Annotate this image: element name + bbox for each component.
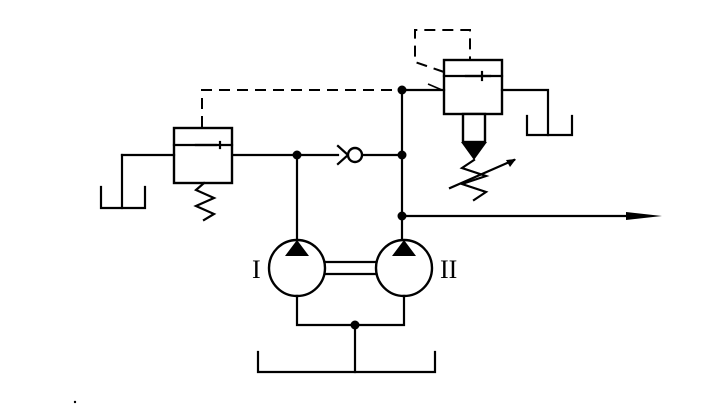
pilot-line-to-unloading-valve xyxy=(201,89,442,127)
pump-i xyxy=(267,238,327,298)
relief-tank-line xyxy=(500,88,550,137)
unloading-valve-spring xyxy=(193,181,217,222)
pump-ii xyxy=(374,238,434,298)
relief-spring-adjust-arrow xyxy=(448,158,516,190)
tank-right xyxy=(525,114,574,137)
relief-spring-arrowhead xyxy=(506,159,516,167)
pump-ii-label: II xyxy=(440,255,457,284)
pilot-loop-relief-valve xyxy=(414,29,471,73)
pump-i-label: I xyxy=(252,255,261,284)
outlet-arrowhead xyxy=(626,212,662,220)
relief-valve-spring xyxy=(458,158,490,202)
tank-bottom xyxy=(256,350,437,374)
check-valve xyxy=(336,144,364,166)
relief-valve-poppet xyxy=(461,112,487,160)
unloading-valve xyxy=(172,126,234,185)
pump-shaft-coupling xyxy=(323,260,378,276)
tank-left xyxy=(99,185,147,210)
stray-dot xyxy=(73,400,77,404)
relief-valve xyxy=(442,58,504,116)
suction-line xyxy=(295,294,406,327)
